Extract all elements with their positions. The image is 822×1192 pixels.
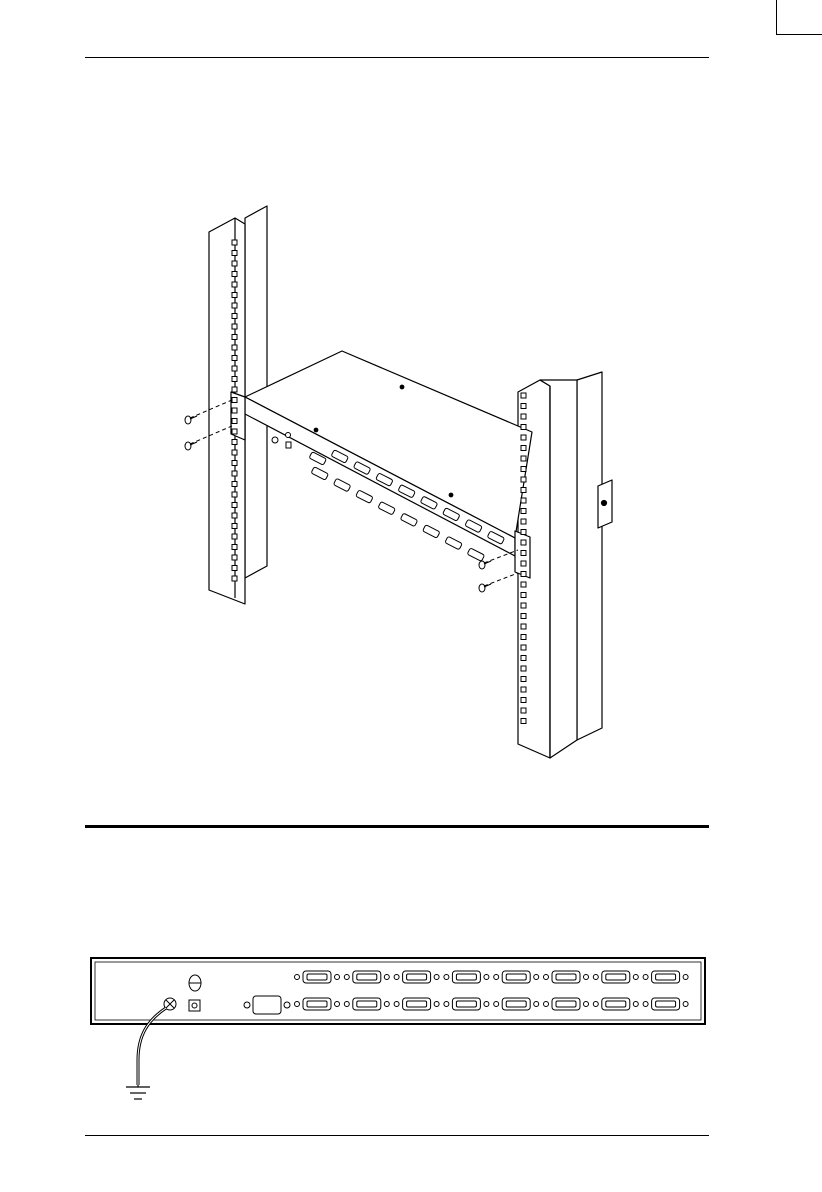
ground-symbol: [126, 1085, 150, 1099]
footer-rule: [85, 1135, 709, 1136]
